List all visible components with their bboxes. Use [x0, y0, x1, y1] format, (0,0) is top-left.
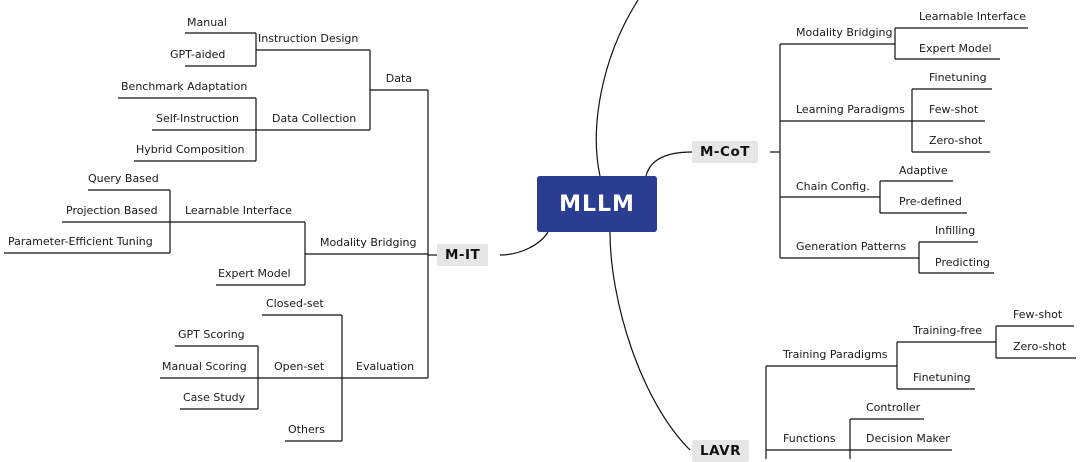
- root-node-mllm: MLLM: [537, 176, 657, 232]
- node-training-paradigms: Training Paradigms: [783, 348, 888, 361]
- node-modality-bridging: Modality Bridging: [320, 236, 417, 249]
- node-others: Others: [288, 423, 325, 436]
- node-gpt-scoring: GPT Scoring: [178, 328, 245, 341]
- hub-m-cot: M-CoT: [692, 141, 758, 163]
- node-controller: Controller: [866, 401, 921, 414]
- node-closed-set: Closed-set: [266, 297, 324, 310]
- node-training-free: Training-free: [913, 324, 983, 337]
- node-pre-defined: Pre-defined: [899, 195, 962, 208]
- node-cot-modality-bridging: Modality Bridging: [796, 26, 893, 39]
- node-cot-expert-model: Expert Model: [919, 42, 992, 55]
- node-query-based: Query Based: [88, 172, 159, 185]
- node-lavr-finetuning: Finetuning: [913, 371, 971, 384]
- node-manual: Manual: [187, 16, 227, 29]
- node-expert-model: Expert Model: [218, 267, 291, 280]
- node-lavr-few-shot: Few-shot: [1013, 308, 1063, 321]
- node-cot-finetuning: Finetuning: [929, 71, 987, 84]
- node-cot-zero-shot: Zero-shot: [929, 134, 983, 147]
- node-data: Data: [385, 72, 412, 85]
- node-projection-based: Projection Based: [66, 204, 158, 217]
- node-infilling: Infilling: [935, 224, 976, 237]
- node-data-collection: Data Collection: [272, 112, 357, 125]
- node-manual-scoring: Manual Scoring: [162, 360, 247, 373]
- node-chain-config: Chain Config.: [796, 180, 870, 193]
- hub-lavr: LAVR: [692, 440, 749, 462]
- node-learning-paradigms: Learning Paradigms: [796, 103, 905, 116]
- hub-m-it: M-IT: [437, 244, 489, 266]
- node-decision-maker: Decision Maker: [866, 432, 950, 445]
- node-adaptive: Adaptive: [899, 164, 948, 177]
- node-instruction-design: Instruction Design: [258, 32, 359, 45]
- node-evaluation: Evaluation: [356, 360, 415, 373]
- node-lavr-zero-shot: Zero-shot: [1013, 340, 1067, 353]
- node-generation-patterns: Generation Patterns: [796, 240, 907, 253]
- node-cot-learnable-interface: Learnable Interface: [919, 10, 1027, 23]
- node-predicting: Predicting: [935, 256, 990, 269]
- node-functions: Functions: [783, 432, 836, 445]
- node-gpt-aided: GPT-aided: [170, 48, 226, 61]
- node-benchmark-adaptation: Benchmark Adaptation: [121, 80, 248, 93]
- node-hybrid-composition: Hybrid Composition: [136, 143, 245, 156]
- node-self-instruction: Self-Instruction: [156, 112, 239, 125]
- node-parameter-efficient-tuning: Parameter-Efficient Tuning: [8, 235, 153, 248]
- node-cot-few-shot: Few-shot: [929, 103, 979, 116]
- node-case-study: Case Study: [183, 391, 246, 404]
- node-open-set: Open-set: [274, 360, 325, 373]
- node-learnable-interface: Learnable Interface: [185, 204, 293, 217]
